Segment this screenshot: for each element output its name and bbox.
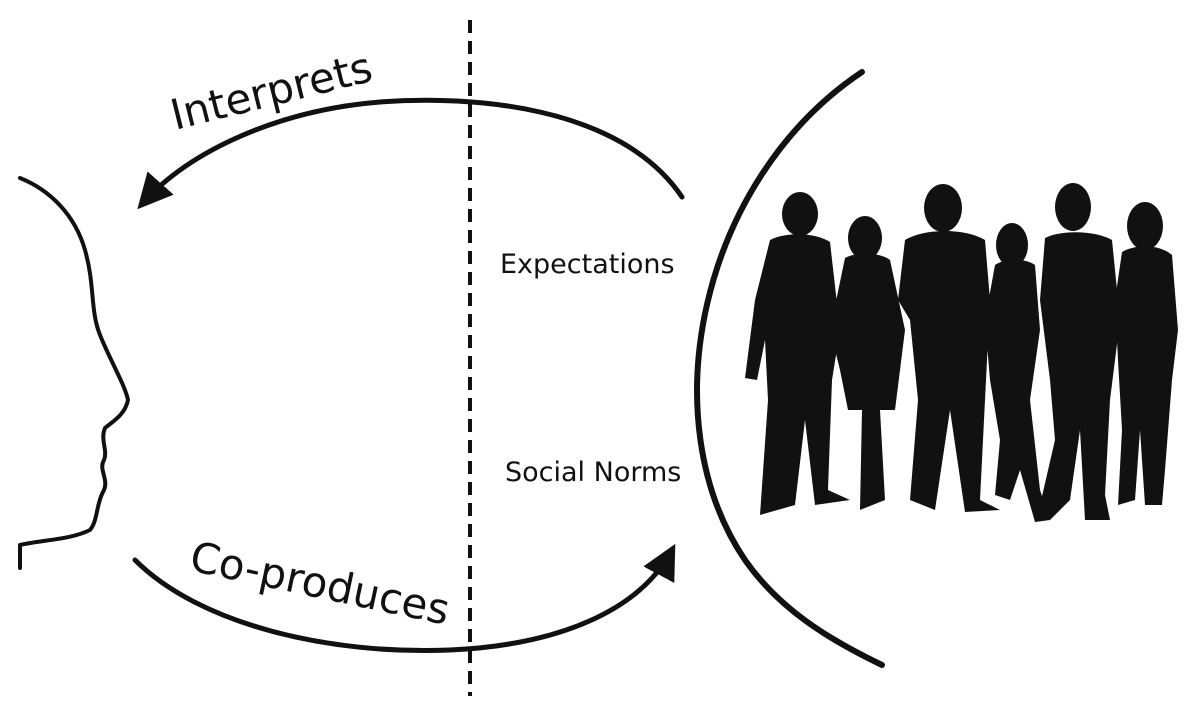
person-silhouette-1 — [745, 192, 850, 515]
social-norms-label: Social Norms — [505, 457, 681, 488]
expectations-label: Expectations — [500, 249, 675, 280]
person-silhouette-2 — [830, 216, 905, 510]
person-silhouette-3 — [898, 184, 1000, 512]
interprets-arrow — [137, 97, 685, 210]
head-profile-icon — [18, 176, 130, 570]
society-boundary-arc — [694, 69, 885, 668]
person-silhouette-5 — [1040, 183, 1120, 520]
co-produces-label: Co-produces — [186, 532, 454, 635]
group-of-people-icon — [745, 183, 1178, 522]
person-silhouette-6 — [1115, 202, 1178, 506]
person-silhouette-4 — [985, 223, 1050, 522]
co-produces-arrow — [132, 543, 676, 653]
